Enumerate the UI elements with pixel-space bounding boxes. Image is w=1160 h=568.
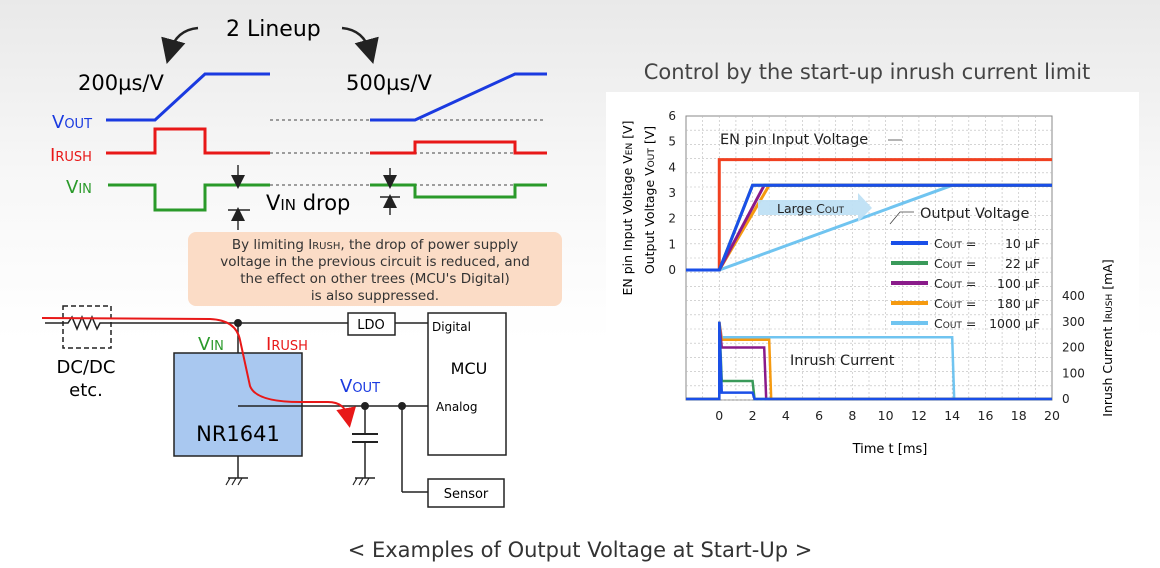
right-axis-title: Inrush Current IRUSH [mA] [1100, 259, 1115, 416]
vout-label: VOUT [52, 112, 92, 133]
svg-text:the effect on other trees (MCU: the effect on other trees (MCU's Digital… [240, 271, 510, 287]
left-tick-label: 0 [668, 263, 676, 277]
note-text: By limiting IRUSH, the drop of power sup… [220, 237, 530, 304]
rate-left-label: 200µs/V [78, 71, 164, 95]
lineup-diagram: 2 Lineup 200µs/V 500µs/V VOUT IRUSH VIN [50, 17, 562, 306]
x-tick-label: 14 [944, 408, 960, 423]
circuit-irush-label: IRUSH [266, 334, 308, 355]
right-tick-label: 200 [1062, 341, 1085, 355]
left-tick-label: 2 [668, 212, 676, 226]
svg-text:By limiting IRUSH, the drop of: By limiting IRUSH, the drop of power sup… [232, 237, 518, 253]
x-tick-label: 8 [848, 408, 856, 423]
inrush-curve-10uf [686, 321, 1052, 401]
left-axis-title-vout: Output Voltage VOUT [V] [642, 126, 657, 274]
left-tick-label: 6 [668, 109, 676, 123]
inrush-current-path [41, 317, 356, 428]
right-tick-label: 300 [1062, 315, 1085, 329]
vin-label: VIN [66, 177, 92, 198]
vin-drop-label: VIN drop [266, 191, 350, 215]
legend-value: 1000 µF [989, 316, 1040, 331]
legend-value: 180 µF [997, 296, 1040, 311]
circuit-diagram [41, 305, 507, 508]
x-tick-label: 6 [815, 408, 823, 423]
vin-wave-slow [370, 183, 547, 199]
curved-arrow-right-icon [341, 26, 379, 65]
output-voltage-label: Output Voltage [920, 206, 1029, 222]
curved-arrow-left-icon [161, 26, 199, 65]
circuit-vout-label: VOUT [340, 376, 380, 397]
large-cout-arrow: Large COUT [758, 193, 872, 222]
x-tick-label: 16 [978, 408, 994, 423]
x-tick-label: 4 [782, 408, 790, 423]
svg-text:is also suppressed.: is also suppressed. [311, 288, 439, 304]
legend-value: 22 µF [1005, 256, 1040, 271]
ldo-box [347, 312, 396, 336]
x-tick-label: 18 [1011, 408, 1027, 423]
legend-value: 10 µF [1005, 236, 1040, 251]
dcdc-box [62, 305, 112, 349]
x-tick-label: 2 [749, 408, 757, 423]
irush-wave-fast [106, 127, 270, 155]
dcdc-etc-label: etc. [69, 380, 103, 401]
ldo-label: LDO [357, 318, 385, 333]
right-tick-label: 400 [1062, 289, 1085, 303]
lineup-title: 2 Lineup [226, 17, 321, 42]
vin-wave-fast [108, 183, 270, 212]
left-tick-label: 1 [668, 237, 676, 251]
mcu-label: MCU [451, 359, 488, 378]
x-axis-title: Time t [ms] [852, 442, 928, 457]
inrush-current-label: Inrush Current [790, 353, 895, 369]
legend-label: COUT = [934, 276, 976, 291]
left-tick-label: 5 [668, 135, 676, 149]
vout-wave-slow [370, 72, 547, 122]
left-tick-label: 4 [668, 160, 676, 174]
vout-label-leader [889, 211, 914, 225]
right-tick-label: 100 [1062, 366, 1085, 380]
circuit-vin-label: VIN [198, 334, 224, 355]
caption: < Examples of Output Voltage at Start-Up… [348, 538, 813, 562]
rate-right-label: 500µs/V [346, 71, 432, 95]
x-tick-label: 20 [1044, 408, 1060, 423]
graph-heading: Control by the start-up inrush current l… [644, 60, 1091, 84]
irush-wave-slow [370, 140, 547, 155]
x-tick-label: 10 [878, 408, 894, 423]
vin-drop-marker-left [228, 165, 250, 230]
analog-label: Analog [436, 400, 477, 414]
legend-value: 100 µF [997, 276, 1040, 291]
sensor-box [427, 478, 505, 508]
svg-text:voltage in the previous circui: voltage in the previous circuit is reduc… [220, 254, 530, 270]
reference-dash-lines [270, 119, 545, 186]
right-tick-label: 0 [1062, 392, 1070, 406]
x-tick-label: 12 [911, 408, 927, 423]
left-tick-label: 3 [668, 186, 676, 200]
note-box [188, 232, 562, 306]
sensor-label: Sensor [444, 487, 489, 502]
chip-label: NR1641 [196, 422, 280, 446]
dcdc-label: DC/DC [57, 357, 116, 378]
vout-curve-10uf [686, 183, 1052, 272]
vin-drop-marker-right [380, 168, 400, 215]
x-tick-label: 0 [715, 408, 723, 423]
en-pin-label: EN pin Input Voltage [720, 132, 868, 148]
digital-label: Digital [432, 320, 471, 334]
large-cout-arrow-shape [758, 193, 872, 222]
vout-wave-fast [106, 72, 270, 122]
irush-label: IRUSH [50, 145, 92, 166]
legend-label: COUT = [934, 316, 976, 331]
left-axis-title-en: EN pin Input Voltage VEN [V] [620, 121, 635, 296]
resistor-symbol-icon [45, 315, 140, 331]
circuit-labels: DC/DC etc. VIN IRUSH VOUT NR1641 LDO MCU… [57, 318, 489, 502]
mcu-box [427, 312, 507, 456]
